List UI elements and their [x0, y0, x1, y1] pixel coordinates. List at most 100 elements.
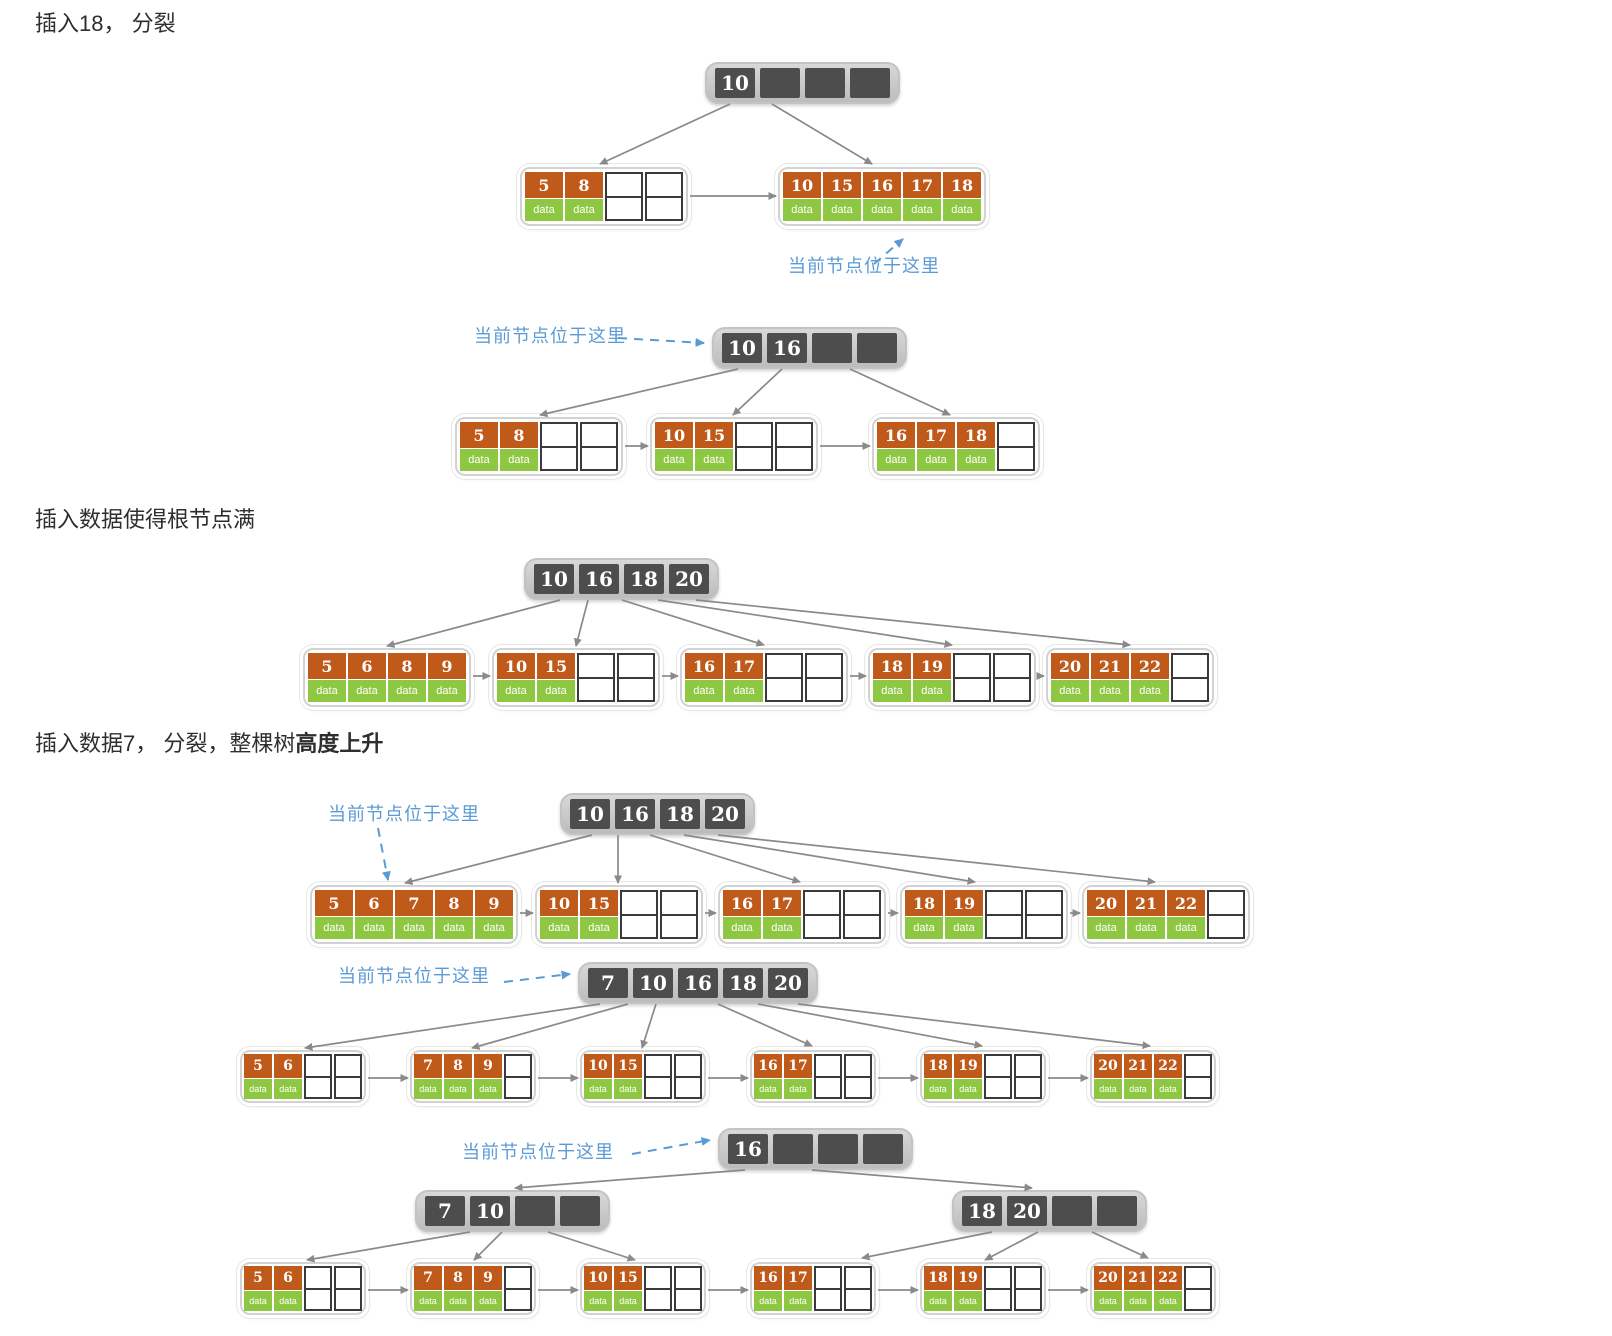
tree-arrow — [683, 834, 976, 885]
data-cell: data — [474, 1291, 502, 1311]
internal-empty-cell — [812, 333, 852, 363]
empty-slot-lower — [805, 916, 839, 937]
empty-slot-upper — [807, 655, 841, 679]
tree-arrow — [695, 599, 1131, 649]
data-cell: data — [444, 1291, 472, 1311]
key-cell: 17 — [763, 890, 801, 916]
empty-slot-lower — [646, 1078, 670, 1097]
key-cell: 15 — [580, 890, 618, 916]
empty-slot-upper — [676, 1056, 700, 1078]
data-cell: data — [614, 1079, 642, 1099]
data-cell: data — [348, 680, 386, 702]
section-heading-root-full: 插入数据使得根节点满 — [35, 502, 255, 534]
data-cell: data — [725, 680, 763, 702]
internal-key-cell: 10 — [715, 68, 755, 98]
tree-arrow — [574, 599, 589, 647]
data-cell: data — [924, 1079, 952, 1099]
data-cell: data — [474, 1079, 502, 1099]
internal-key-cell: 10 — [470, 1196, 510, 1226]
key-cell: 21 — [1091, 653, 1129, 679]
empty-slot-upper — [845, 892, 879, 916]
data-cell: data — [525, 199, 563, 221]
data-cell: data — [903, 199, 941, 221]
empty-slot — [504, 1054, 532, 1099]
data-cell: data — [873, 680, 911, 702]
data-cell: data — [954, 1079, 982, 1099]
empty-slot — [1014, 1054, 1042, 1099]
key-cell: 8 — [388, 653, 426, 679]
empty-slot — [674, 1266, 702, 1311]
key-cell: 19 — [954, 1054, 982, 1078]
tree-arrow — [471, 1003, 629, 1050]
empty-slot — [644, 1266, 672, 1311]
empty-slot-lower — [767, 679, 801, 700]
key-cell: 20 — [1051, 653, 1089, 679]
key-cell: 19 — [913, 653, 951, 679]
key-cell: 8 — [444, 1054, 472, 1078]
empty-slot — [844, 1054, 872, 1099]
btree-internal-node: 16 — [718, 1128, 913, 1170]
pointer-arrow — [617, 337, 705, 347]
key-cell: 21 — [1124, 1054, 1152, 1078]
data-cell: data — [685, 680, 723, 702]
section-heading-insert-18: 插入18， 分裂 — [35, 6, 176, 38]
pointer-arrow — [377, 827, 391, 881]
section-heading-insert-7: 插入数据7， 分裂，整棵树高度上升 — [35, 726, 383, 758]
internal-empty-cell — [818, 1134, 858, 1164]
key-cell: 9 — [474, 1266, 502, 1290]
internal-key-cell: 7 — [588, 968, 628, 998]
empty-slot-lower — [506, 1290, 530, 1309]
data-cell: data — [1154, 1079, 1182, 1099]
key-cell: 6 — [274, 1054, 302, 1078]
empty-slot-lower — [845, 916, 879, 937]
data-cell: data — [877, 449, 915, 471]
data-cell: data — [1124, 1291, 1152, 1311]
data-cell: data — [763, 917, 801, 939]
empty-slot-lower — [1173, 679, 1207, 700]
internal-key-cell: 20 — [1007, 1196, 1047, 1226]
key-cell: 8 — [444, 1266, 472, 1290]
empty-slot-upper — [647, 174, 681, 198]
data-cell: data — [565, 199, 603, 221]
heading-text: 插入18， 分裂 — [35, 11, 176, 36]
data-cell: data — [954, 1291, 982, 1311]
tree-arrow — [539, 368, 739, 418]
empty-slot-lower — [676, 1078, 700, 1097]
tree-arrow — [657, 599, 953, 648]
data-cell: data — [428, 680, 466, 702]
internal-empty-cell — [863, 1134, 903, 1164]
empty-slot-upper — [986, 1268, 1010, 1290]
key-cell: 6 — [355, 890, 393, 916]
empty-slot — [843, 890, 881, 939]
internal-empty-cell — [1052, 1196, 1092, 1226]
key-cell: 15 — [695, 422, 733, 448]
